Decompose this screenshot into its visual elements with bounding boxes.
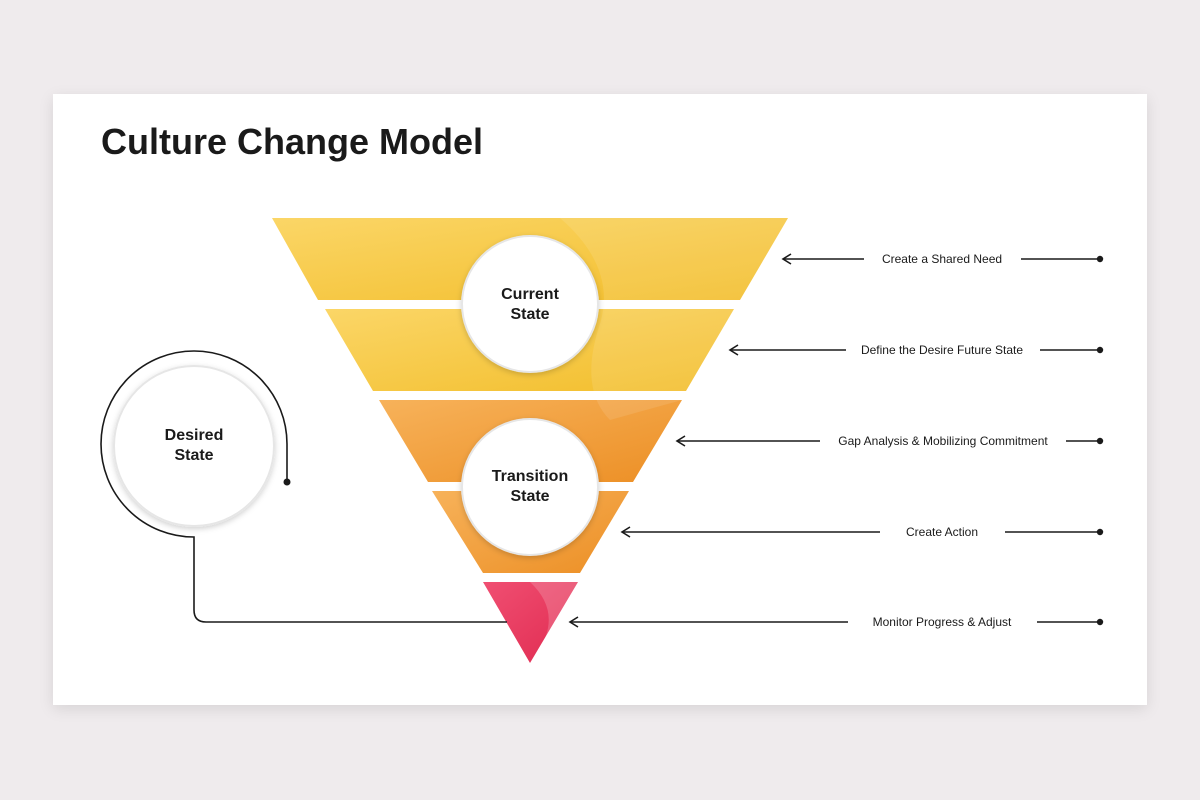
- step-arrow-3: [675, 435, 1104, 447]
- step-label-1: Create a Shared Need: [881, 252, 1003, 266]
- desired-state-label: Desired State: [134, 426, 254, 466]
- desired-state-line2: State: [174, 447, 214, 464]
- current-state-line2: State: [510, 306, 550, 323]
- page-title: Culture Change Model: [101, 121, 484, 162]
- step-arrow-1: [781, 253, 1104, 265]
- step-arrow-4: [620, 526, 1104, 538]
- desired-ring-end-dot: [283, 478, 291, 486]
- step-label-2: Define the Desire Future State: [860, 343, 1024, 357]
- step-arrow-5: [568, 616, 1104, 628]
- transition-state-line1: Transition: [491, 468, 569, 485]
- transition-state-label: Transition State: [470, 467, 590, 507]
- current-state-circle: [461, 235, 599, 373]
- tip-sheen: [530, 582, 578, 645]
- desired-state-circle: [113, 365, 275, 527]
- desired-state-outer-ring: [100, 350, 507, 623]
- step-label-3: Gap Analysis & Mobilizing Commitment: [838, 434, 1048, 448]
- step-label-4: Create Action: [905, 525, 979, 539]
- current-state-line1: Current: [501, 286, 559, 303]
- funnel-sheen: [560, 218, 788, 420]
- desired-state-line1: Desired: [164, 427, 224, 444]
- transition-state-line2: State: [510, 488, 550, 505]
- current-state-label: Current State: [470, 285, 590, 325]
- step-arrow-2: [728, 344, 1104, 356]
- step-label-5: Monitor Progress & Adjust: [872, 615, 1012, 629]
- transition-state-circle: [461, 418, 599, 556]
- funnel-tier-5: [483, 582, 578, 663]
